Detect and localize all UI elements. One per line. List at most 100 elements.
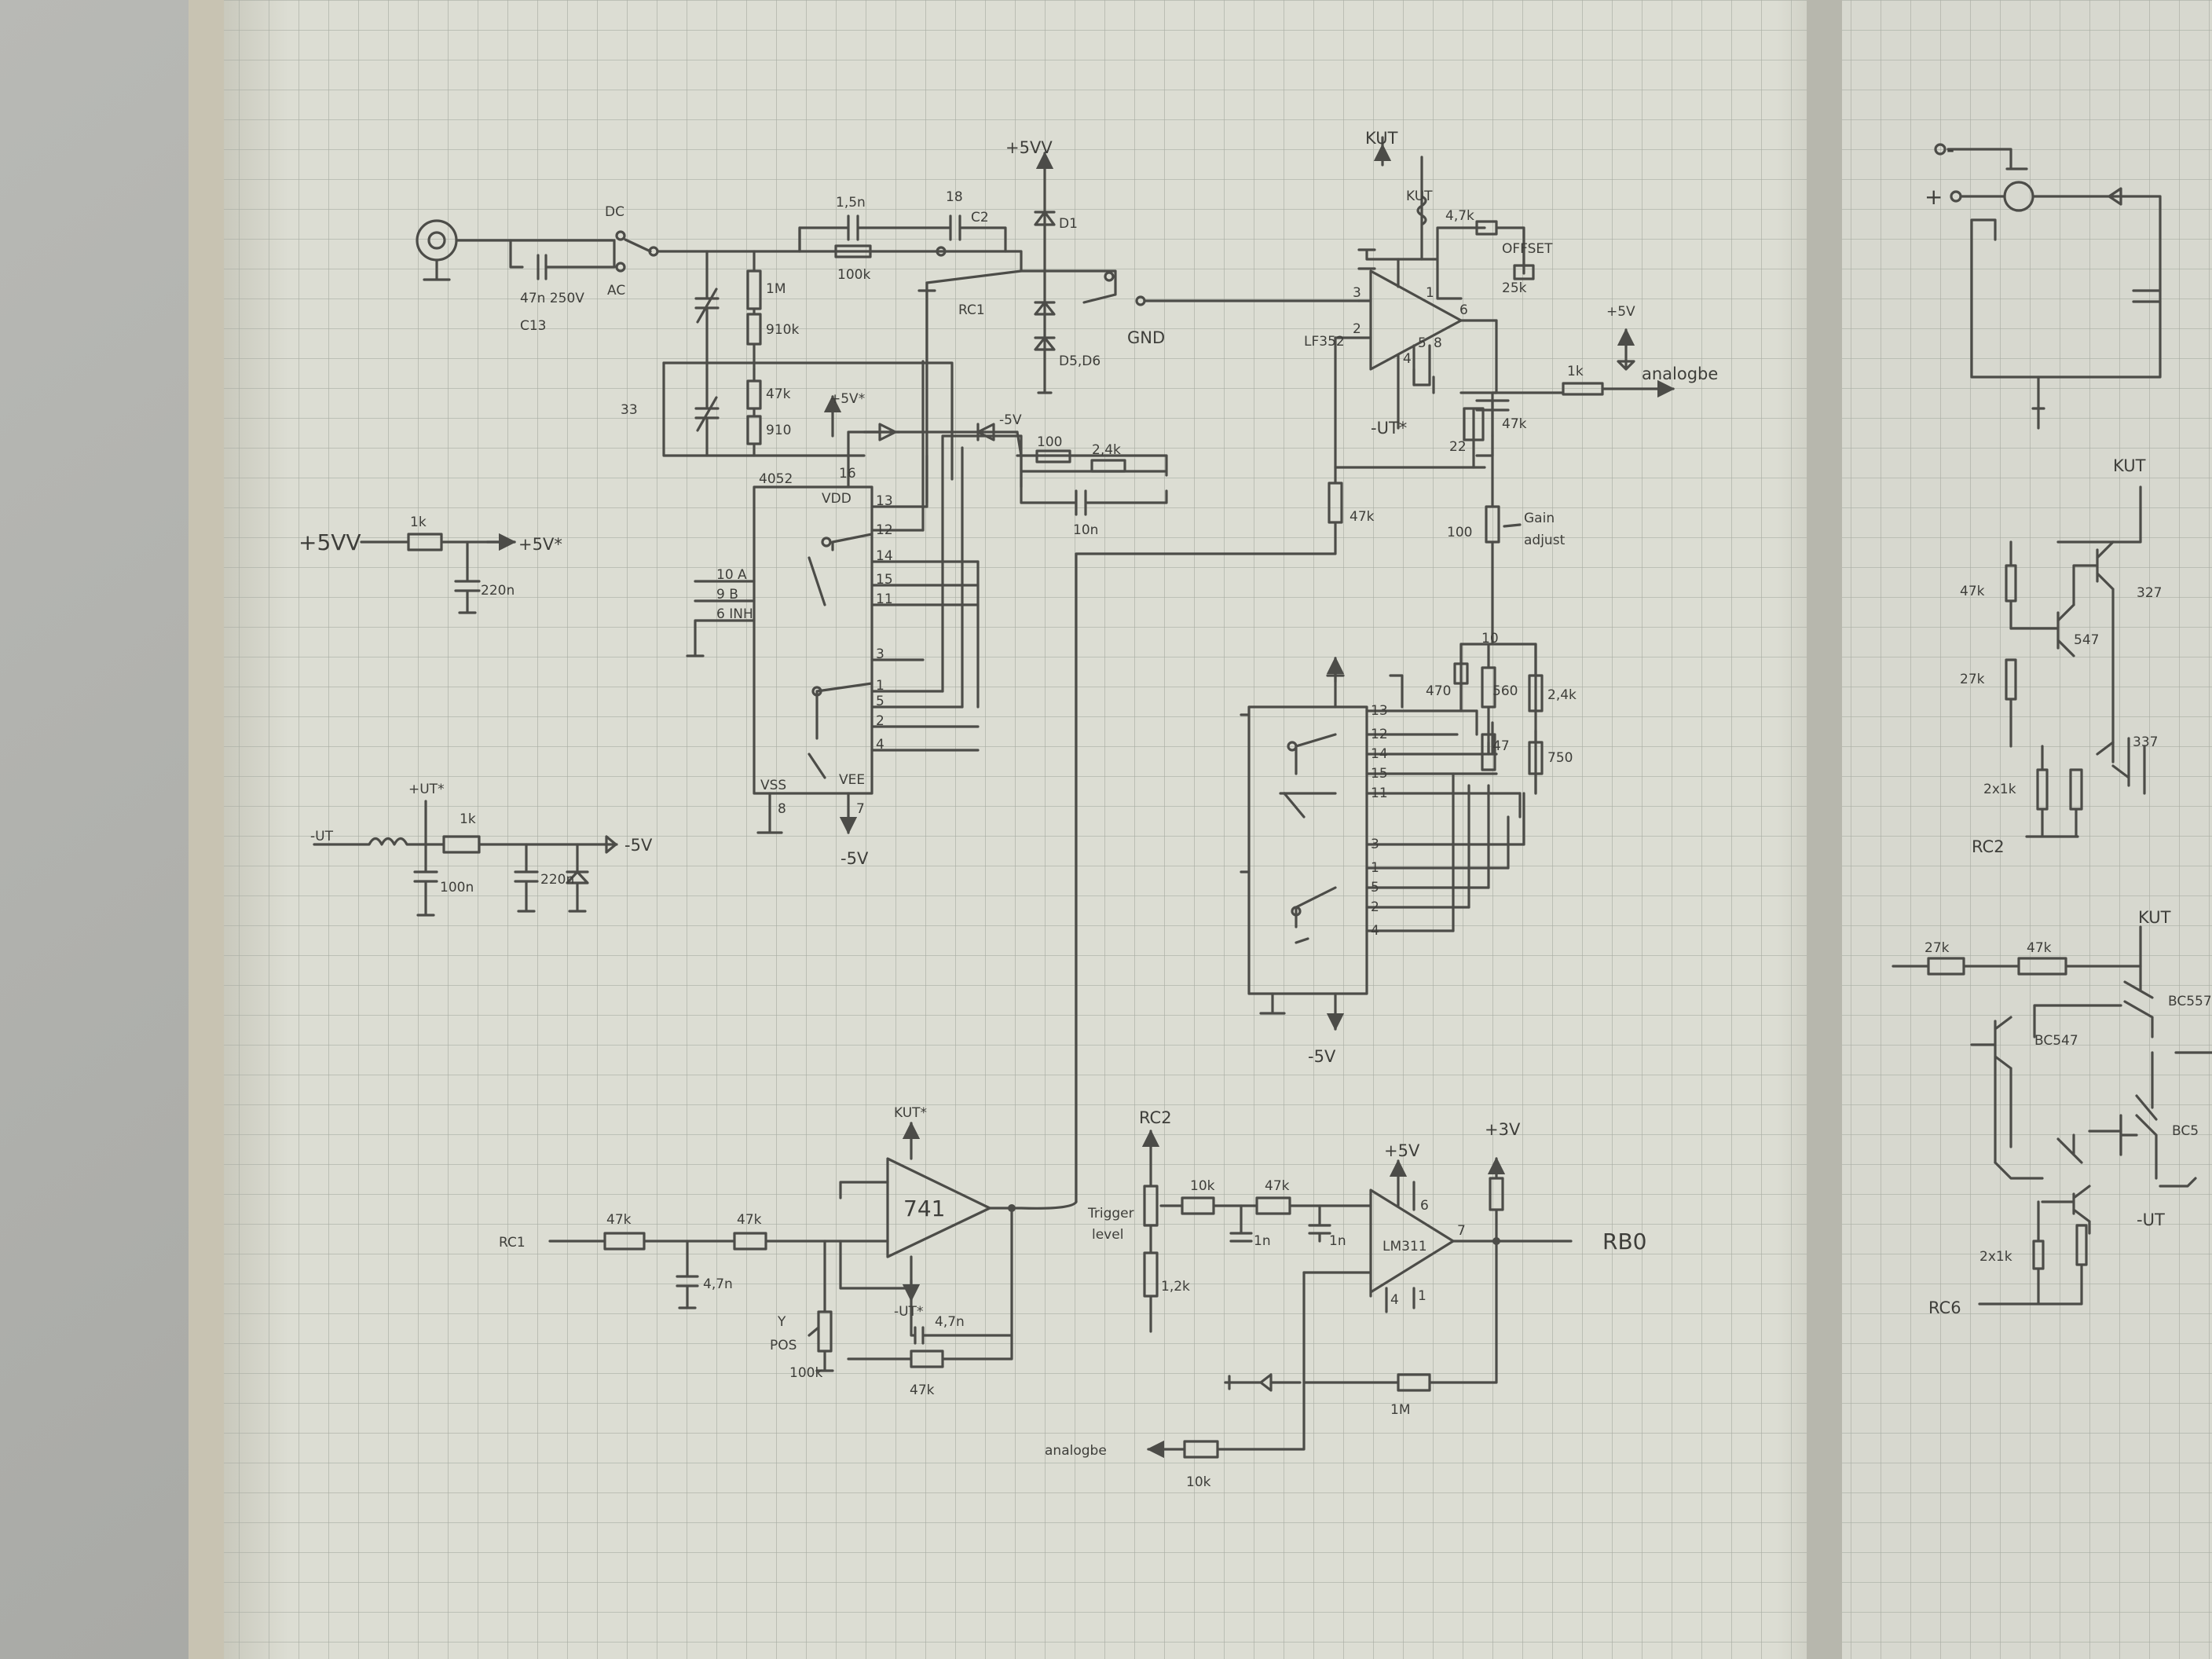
lf352-pin1: 1 (1426, 285, 1434, 301)
lf352-pin6: 6 (1459, 302, 1468, 318)
att-r-top-label: 100k (837, 267, 870, 283)
right-kut-2: KUT (2138, 908, 2171, 927)
pf1-in-label: +5VV (298, 529, 361, 555)
op741-supply-bottom: -UT* (894, 1304, 923, 1320)
lf352-gain-label-2: adjust (1524, 533, 1566, 548)
clamp-diode-network (917, 159, 1361, 504)
lf352-supply-bottom: -UT* (1371, 419, 1407, 438)
lf352-pin4: 4 (1403, 351, 1412, 367)
lm311-out-label: RB0 (1602, 1229, 1646, 1254)
gain-mux-pin-label: 4 (1371, 923, 1379, 939)
gain-mux-block (1240, 631, 1544, 1031)
gain-r3-label: 2,4k (1547, 687, 1577, 703)
lm311-supply: +5V (1384, 1141, 1420, 1160)
clamp-supply-label: +5VV (1005, 138, 1053, 157)
right-rc-label: RC2 (1972, 837, 2005, 856)
right-r-e: 47k (2027, 940, 2052, 956)
pf2-in-label: -UT (310, 829, 334, 844)
mux-sel-inh: 6 INH (716, 606, 753, 622)
lf352-pin2: 2 (1353, 321, 1361, 337)
bias-cap-label: 10n (1073, 522, 1098, 538)
lf352-cap-fb: 22 (1449, 439, 1467, 455)
lf352-pot-offset: 25k (1502, 280, 1527, 296)
right-rc6: RC6 (1928, 1298, 1961, 1317)
mux-4052-block (686, 360, 1168, 834)
right-input-plus: + (1925, 184, 1943, 210)
gain-mux-pin-labels: 13 12 14 15 11 3 1 5 2 4 (1371, 703, 1388, 939)
lm311-input: RC2 (1139, 1108, 1172, 1127)
lm311-r-hyst: 1M (1390, 1402, 1410, 1418)
bias-r2-label: 2,4k (1092, 442, 1121, 458)
lf352-amp (1075, 156, 1659, 1203)
notebook-gutter (1807, 0, 1846, 1659)
gain-mux-pin-label: 12 (1371, 727, 1388, 742)
lf352-r-offset: 4,7k (1445, 208, 1474, 224)
lf352-name: LF352 (1304, 334, 1345, 350)
op741-supply-top: KUT* (894, 1105, 927, 1121)
gain-mux-pin-label: 3 (1371, 837, 1379, 852)
att-cap-top2-label: 18 (946, 189, 963, 205)
lm311-r-analog: 10k (1186, 1474, 1211, 1490)
lm311-pin7: 7 (1457, 1223, 1466, 1239)
op741-input: RC1 (499, 1235, 526, 1251)
lm311-cap1: 1n (1254, 1233, 1271, 1249)
mux-name: 4052 (759, 471, 793, 487)
lf352-r-gain: 100 (1447, 525, 1472, 540)
pf2-cap2-label: 220n (540, 872, 574, 888)
mux-pin-label: 15 (876, 572, 893, 588)
op741-cap-fb: 4,7n (935, 1314, 965, 1330)
gain-mux-pin-label: 11 (1371, 786, 1388, 801)
mux-bottom-supply: -5V (840, 849, 869, 868)
mux-vdd-label: VDD (822, 491, 851, 507)
mux-vee-label: VEE (839, 772, 865, 788)
pf2-r-label: 1k (460, 811, 476, 827)
mux-pin-labels: 13 12 14 15 11 3 1 5 2 4 (876, 493, 893, 753)
att-trim-label: 33 (621, 402, 638, 418)
clamp-d5d6-label: D5,D6 (1059, 353, 1101, 369)
pf2-top-label: +UT* (408, 782, 445, 797)
gain-mux-pin-label: 15 (1371, 766, 1388, 782)
pf2-out-label: -5V (624, 836, 653, 855)
lf352-pin8: 8 (1434, 335, 1442, 351)
gain-r2-label: 560 (1492, 683, 1518, 699)
op741-r1: 47k (606, 1212, 632, 1228)
right-q3: 337 (2133, 734, 2158, 750)
lf352-r-in: 47k (1350, 509, 1375, 525)
right-q5: BC547 (2034, 1033, 2078, 1049)
gain-r1-label: 470 (1426, 683, 1451, 699)
lf352-r-fb: 47k (1502, 416, 1527, 432)
right-r-a: 47k (1960, 584, 1985, 599)
mux-vss-label: VSS (760, 778, 786, 793)
att-r2-label: 910k (766, 322, 799, 338)
lm311-pin4: 4 (1390, 1292, 1399, 1308)
mux-pin-label: 4 (876, 737, 884, 753)
lm311-name: LM311 (1382, 1239, 1427, 1254)
lf352-gain-label-1: Gain (1524, 511, 1555, 526)
pf1-out-label: +5V* (518, 535, 562, 554)
lm311-analog-label: analogbe (1045, 1443, 1107, 1459)
op741-pot-value: 100k (789, 1365, 822, 1381)
op741-name: 741 (903, 1196, 945, 1221)
lf352-out-label: analogbe (1642, 364, 1718, 383)
right-r-d: 27k (1925, 940, 1950, 956)
gain-mux-pin-label: 14 (1371, 746, 1388, 762)
lm311-pot-label-1: Trigger (1087, 1206, 1134, 1221)
op741-pot-label-2: POS (770, 1338, 797, 1353)
right-q2: 547 (2074, 632, 2099, 648)
right-page-grid (1842, 0, 2212, 1659)
op741-amp (548, 1122, 1078, 1372)
input-cap-label: 47n 250V (520, 291, 584, 306)
lm311-pot-label-2: level (1092, 1227, 1123, 1243)
gain-mux-bottom-supply: -5V (1308, 1047, 1336, 1066)
lf352-out-supply: +5V (1606, 304, 1635, 320)
mux-pin-label: 5 (876, 694, 884, 709)
att-r3-label: 47k (766, 386, 791, 402)
right-r-c: 2x1k (1983, 782, 2016, 797)
right-sheet-circuits (1892, 143, 2212, 1306)
bias-r1-label: 100 (1037, 434, 1062, 450)
right-r-b: 27k (1960, 672, 1985, 687)
mux-supply-neg: -5V (999, 412, 1022, 428)
gain-r4-label: 47 (1492, 738, 1510, 754)
lf352-inductor-label: KUT (1406, 189, 1433, 204)
